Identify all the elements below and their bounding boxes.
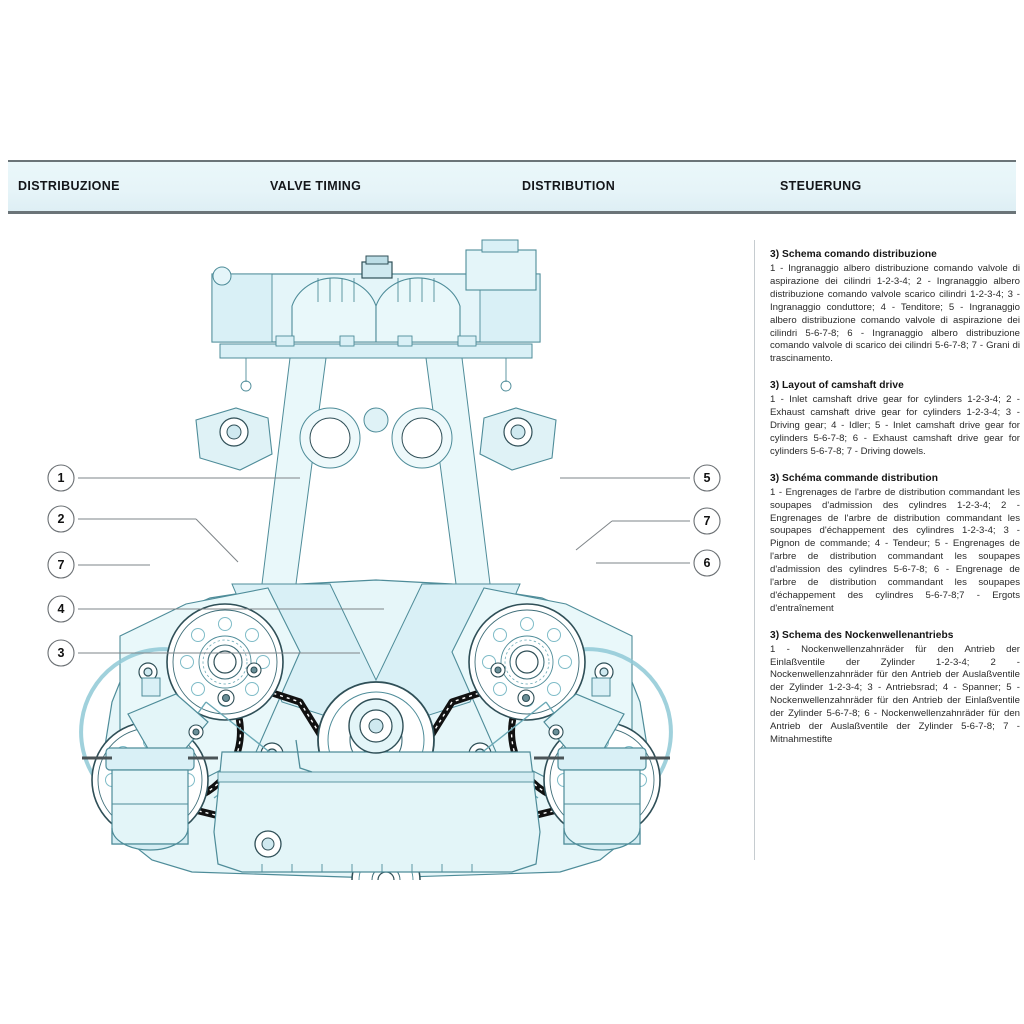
caption-heading-english: 3) Layout of camshaft drive xyxy=(770,380,904,392)
cam-cover-left xyxy=(195,407,273,471)
dipstick xyxy=(295,739,313,773)
callout-7-left[interactable]: 7 xyxy=(47,551,75,579)
block-fasteners xyxy=(188,662,564,740)
caption-body-french: 1 - Engrenages de l'arbre de distributio… xyxy=(770,486,1020,614)
caption-body-italian: 1 - Ingranaggio albero distribuzione com… xyxy=(770,263,1020,365)
engine-mount-right xyxy=(534,677,670,851)
cam-cover-right xyxy=(479,407,557,471)
svg-text:3: 3 xyxy=(58,646,65,660)
svg-text:1: 1 xyxy=(58,471,65,485)
leader-lines xyxy=(78,477,690,654)
caption-text-column: 3) Schema comando distribuzione 1 - Ingr… xyxy=(770,248,1020,760)
caption-body-german: 1 - Nockenwellenzahnräder für den Antrie… xyxy=(770,643,1020,745)
caption-body-english: 1 - Inlet camshaft drive gear for cylind… xyxy=(770,394,1020,457)
callout-5[interactable]: 5 xyxy=(693,464,721,492)
callout-7-right[interactable]: 7 xyxy=(693,507,721,535)
engine-mount-left xyxy=(82,677,218,851)
svg-text:7: 7 xyxy=(58,558,65,572)
svg-text:6: 6 xyxy=(704,556,711,570)
caption-block-italian: 3) Schema comando distribuzione 1 - Ingr… xyxy=(770,248,1020,366)
caption-heading-french: 3) Schéma commande distribution xyxy=(770,472,938,484)
caption-block-english: 3) Layout of camshaft drive 1 - Inlet ca… xyxy=(770,379,1020,459)
callout-4[interactable]: 4 xyxy=(47,595,75,623)
header-label-german: STEUERUNG xyxy=(780,179,862,193)
header-rule-top xyxy=(8,160,1016,163)
header-label-english: VALVE TIMING xyxy=(270,179,362,193)
svg-text:2: 2 xyxy=(58,512,65,526)
column-divider xyxy=(754,240,755,860)
leader-2b xyxy=(195,518,239,563)
caption-block-german: 3) Schema des Nockenwellenantriebs 1 - N… xyxy=(770,629,1020,747)
upper-centre-bosses xyxy=(299,407,453,469)
svg-text:4: 4 xyxy=(58,602,65,616)
oil-pan xyxy=(213,698,541,873)
callout-1[interactable]: 1 xyxy=(47,464,75,492)
caption-heading-german: 3) Schema des Nockenwellenantriebs xyxy=(770,629,954,641)
language-header-band xyxy=(8,162,1016,214)
leader-7-right-b xyxy=(575,520,613,551)
svg-text:7: 7 xyxy=(704,514,711,528)
caption-block-french: 3) Schéma commande distribution 1 - Engr… xyxy=(770,472,1020,616)
svg-text:5: 5 xyxy=(704,471,711,485)
callout-6[interactable]: 6 xyxy=(693,549,721,577)
header-label-french: DISTRIBUTION xyxy=(522,179,616,193)
intake-manifold-assembly xyxy=(211,239,541,585)
header-label-italian: DISTRIBUZIONE xyxy=(18,179,120,193)
engine-timing-diagram: 1 2 7 4 3 5 7 xyxy=(0,232,752,880)
callout-3[interactable]: 3 xyxy=(47,639,75,667)
callout-2[interactable]: 2 xyxy=(47,505,75,533)
header-rule-bottom xyxy=(8,211,1016,214)
caption-heading-italian: 3) Schema comando distribuzione xyxy=(770,249,937,260)
